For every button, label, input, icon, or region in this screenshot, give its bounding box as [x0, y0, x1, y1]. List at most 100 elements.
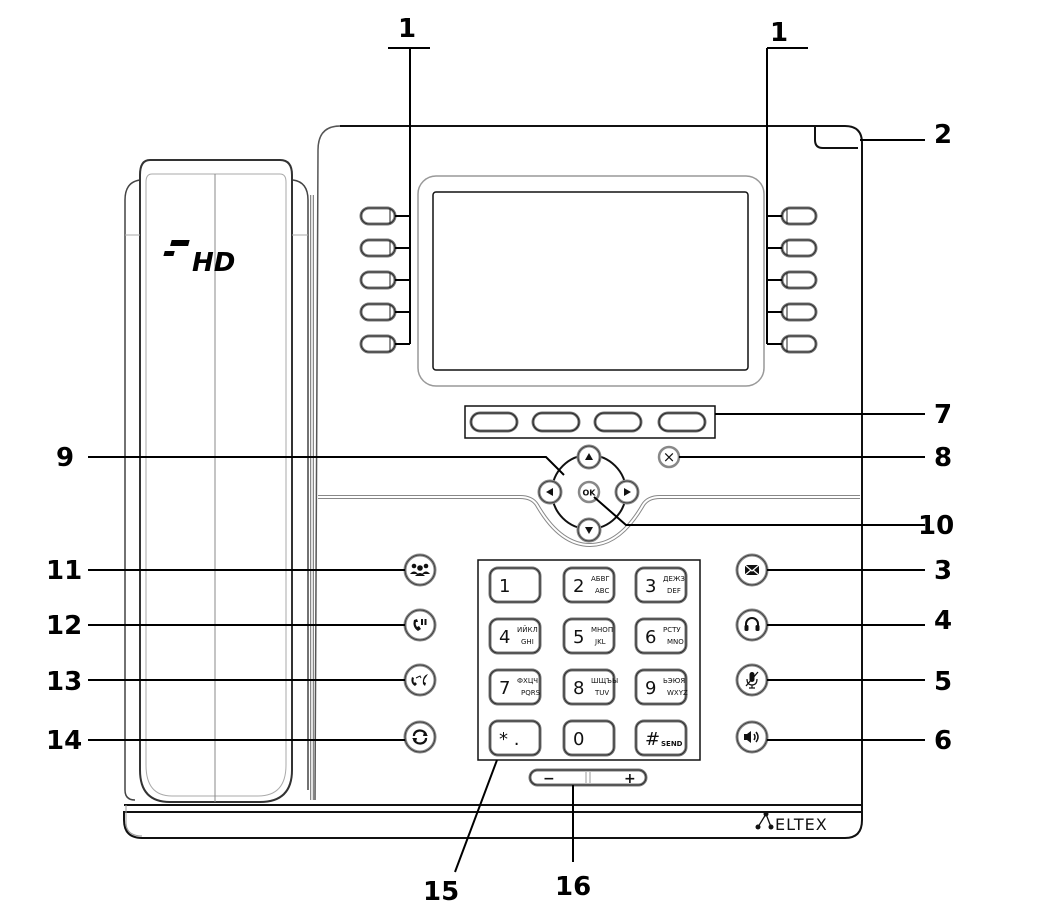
- display-screen: [417, 175, 765, 387]
- key-digit: 2: [573, 576, 584, 597]
- callout-12: 12: [46, 611, 82, 641]
- key-8[interactable]: 8 ШЩЪЫ TUV: [562, 668, 618, 706]
- indicator-led: [814, 126, 858, 149]
- volume-rocker: − +: [528, 768, 648, 787]
- key-digit: #: [645, 729, 660, 750]
- left-line-key-3[interactable]: [359, 270, 397, 290]
- key-latin-letters: TUV: [594, 689, 609, 697]
- left-line-key-2[interactable]: [359, 238, 397, 258]
- key-latin-letters: PQRS: [521, 689, 541, 697]
- key-digit: 9: [645, 678, 656, 699]
- key-cyrillic-letters: ШЩЪЫ: [591, 677, 618, 685]
- key-digit: 6: [645, 627, 656, 648]
- nav-up-button[interactable]: [576, 444, 602, 470]
- key-star[interactable]: * .: [488, 719, 542, 757]
- key-cyrillic-letters: ЬЭЮЯ: [663, 677, 685, 685]
- soft-key-3[interactable]: [593, 411, 643, 433]
- right-line-key-3[interactable]: [780, 270, 818, 290]
- message-button[interactable]: [735, 553, 769, 587]
- left-line-key-1[interactable]: [359, 206, 397, 226]
- callout-8: 8: [934, 443, 952, 473]
- ok-label: OK: [583, 489, 597, 498]
- callout-15: 15: [423, 877, 459, 907]
- key-digit: 8: [573, 678, 584, 699]
- left-line-key-5[interactable]: [359, 334, 397, 354]
- key-latin-letters: GHI: [521, 638, 534, 646]
- soft-key-1[interactable]: [469, 411, 519, 433]
- right-line-key-5[interactable]: [780, 334, 818, 354]
- arrow-left-icon: [546, 488, 553, 496]
- soft-key-2[interactable]: [531, 411, 581, 433]
- cancel-button[interactable]: ×: [657, 445, 681, 469]
- arrow-right-icon: [624, 488, 631, 496]
- speaker-button[interactable]: [735, 720, 769, 754]
- close-icon: ×: [663, 448, 676, 466]
- key-cyrillic-letters: ИЙКЛ: [517, 625, 538, 634]
- key-cyrillic-letters: АБВГ: [591, 575, 610, 583]
- leader-lines: [88, 139, 925, 873]
- key-latin-letters: JKL: [594, 638, 606, 646]
- callout-10: 10: [918, 511, 954, 541]
- conference-button[interactable]: [403, 553, 437, 587]
- navigation-keys: OK ×: [537, 444, 681, 543]
- left-line-keys: [359, 206, 397, 354]
- speaker-icon: [744, 731, 759, 743]
- key-digit: 3: [645, 576, 656, 597]
- arrow-up-icon: [585, 453, 593, 460]
- mic-mute-icon: [745, 671, 759, 689]
- key-1[interactable]: 1: [488, 566, 542, 604]
- right-line-key-1[interactable]: [780, 206, 818, 226]
- callout-5: 5: [934, 667, 952, 697]
- callout-1-left: 1: [398, 14, 416, 44]
- conference-icon: [410, 563, 430, 576]
- callout-6: 6: [934, 726, 952, 756]
- brand-name: ELTEX: [775, 815, 828, 834]
- callout-13: 13: [46, 667, 82, 697]
- right-line-key-2[interactable]: [780, 238, 818, 258]
- soft-key-4[interactable]: [657, 411, 707, 433]
- callout-14: 14: [46, 726, 82, 756]
- redial-icon: [412, 729, 428, 745]
- key-latin-letters: DEF: [667, 587, 681, 595]
- callout-4: 4: [934, 606, 952, 636]
- nav-right-button[interactable]: [614, 479, 640, 505]
- key-cyrillic-letters: РСТУ: [663, 626, 681, 634]
- callout-labels: 1 1 2 3 4 5 6 7 8 9 10 11 12 13 14 15 16: [46, 14, 954, 907]
- phone-base: [123, 125, 863, 839]
- key-digit: 0: [573, 729, 584, 750]
- soft-keys: [464, 405, 716, 439]
- nav-left-button[interactable]: [537, 479, 563, 505]
- envelope-icon: [744, 564, 760, 576]
- eltex-logo: ELTEX: [755, 811, 828, 834]
- callout-3: 3: [934, 556, 952, 586]
- key-5[interactable]: 5 МНОП JKL: [562, 617, 616, 655]
- volume-up-button[interactable]: +: [624, 771, 636, 787]
- key-2[interactable]: 2 АБВГ ABC: [562, 566, 616, 604]
- headset-button[interactable]: [735, 608, 769, 642]
- key-latin-letters: SEND: [661, 740, 683, 748]
- redial-button[interactable]: [403, 720, 437, 754]
- key-latin-letters: ABC: [595, 587, 609, 595]
- key-digit: 5: [573, 627, 584, 648]
- key-digit: 4: [499, 627, 510, 648]
- nav-down-button[interactable]: [576, 517, 602, 543]
- mute-button[interactable]: [735, 663, 769, 697]
- hd-logo-mark: [170, 240, 190, 246]
- key-hash[interactable]: #SEND: [634, 719, 688, 757]
- key-cyrillic-letters: МНОП: [591, 626, 613, 634]
- key-4[interactable]: 4 ИЙКЛ GHI: [488, 617, 542, 655]
- right-line-key-4[interactable]: [780, 302, 818, 322]
- hold-button[interactable]: [403, 608, 437, 642]
- key-0[interactable]: 0: [562, 719, 616, 757]
- hold-icon: [413, 619, 427, 631]
- transfer-button[interactable]: [403, 663, 437, 697]
- callout-7: 7: [934, 400, 952, 430]
- volume-down-button[interactable]: −: [543, 771, 555, 787]
- left-line-key-4[interactable]: [359, 302, 397, 322]
